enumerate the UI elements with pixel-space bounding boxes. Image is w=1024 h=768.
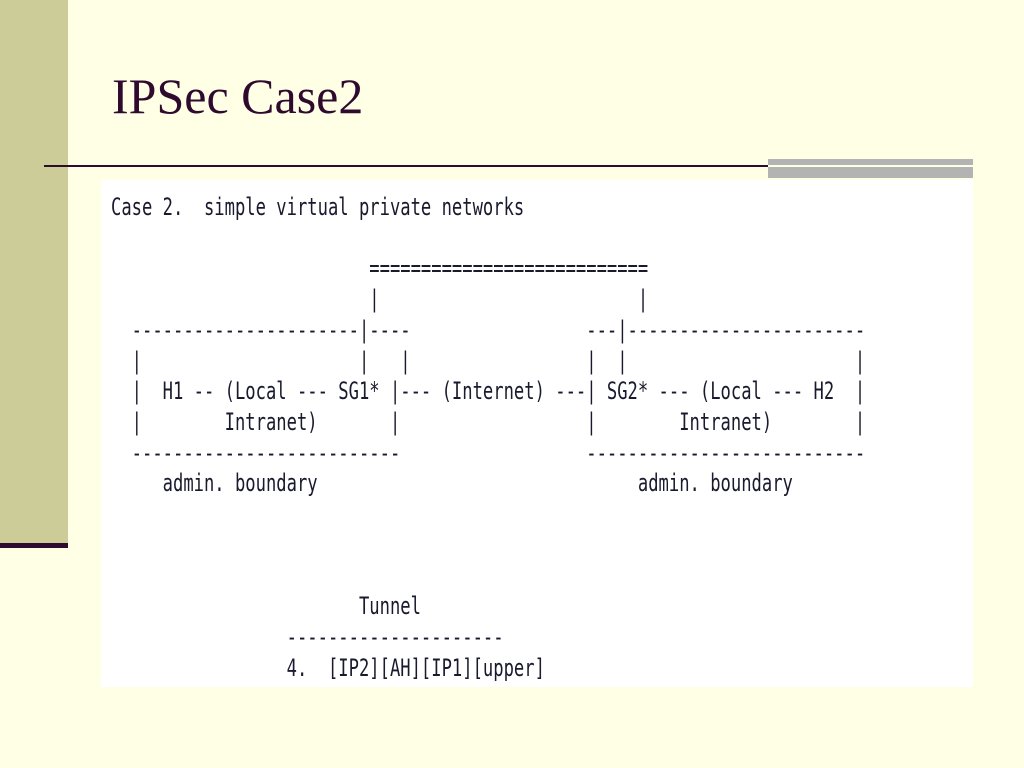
ascii-network-diagram: Case 2. simple virtual private networks … — [111, 192, 865, 687]
diagram-line: 4. [IP2][AH][IP1][upper] — [111, 653, 545, 682]
diagram-line: | H1 -- (Local --- SG1* |--- (Internet) … — [111, 377, 866, 406]
slide-title: IPSec Case2 — [112, 68, 364, 124]
diagram-line: ----------------------|---- ---|--------… — [111, 315, 866, 344]
diagram-line: --------------------- — [111, 622, 504, 651]
diagram-line: 5. [IP2][ESP][IP1][upper] — [111, 684, 556, 687]
left-accent-bar-foot — [0, 543, 68, 548]
title-accent-bar — [768, 159, 973, 178]
diagram-line: | | — [111, 285, 649, 314]
diagram-line: | Intranet) | | Intranet) | — [111, 407, 866, 436]
diagram-line: | | | | | | — [111, 346, 866, 375]
diagram-line: =========================== — [111, 254, 649, 283]
diagram-figure: Case 2. simple virtual private networks … — [101, 180, 973, 687]
diagram-line: Tunnel — [111, 592, 421, 621]
diagram-line: Case 2. simple virtual private networks — [111, 193, 525, 221]
diagram-line: admin. boundary admin. boundary — [111, 469, 793, 498]
title-underline — [44, 165, 973, 167]
diagram-line: -------------------------- -------------… — [111, 438, 866, 467]
left-accent-bar — [0, 0, 68, 545]
